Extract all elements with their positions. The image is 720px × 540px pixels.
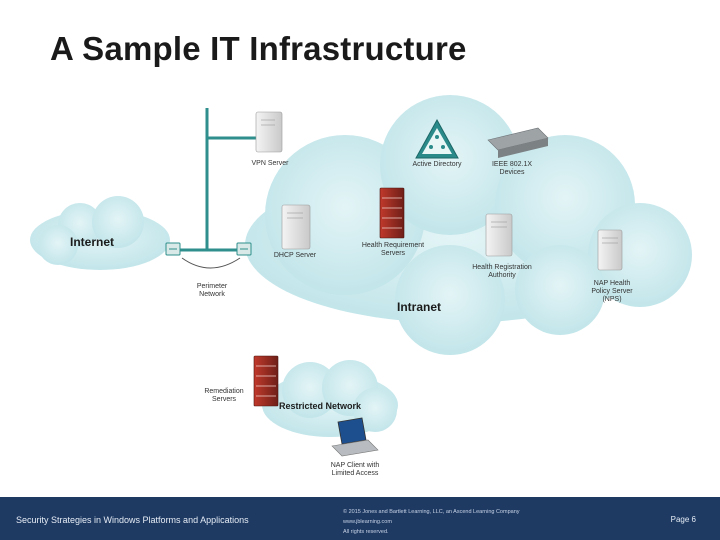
laptop-icon <box>331 417 379 457</box>
intranet-label: Intranet <box>397 300 442 314</box>
network-lines <box>175 108 258 252</box>
nap-policy-server-icon <box>597 229 623 271</box>
remediation-servers-label: Remediation Servers <box>204 388 244 403</box>
remediation-rack-icon <box>253 355 279 407</box>
perimeter-arc <box>181 257 241 269</box>
health-registration-label: Health Registration Authority <box>472 264 532 279</box>
footer-bar: Security Strategies in Windows Platforms… <box>0 497 720 540</box>
nap-client-label: NAP Client with Limited Access <box>330 462 380 477</box>
ieee-devices-label: IEEE 802.1X Devices <box>491 161 533 176</box>
vpn-server-label: VPN Server <box>251 160 289 167</box>
nap-policy-label: NAP Health Policy Server (NPS) <box>591 280 633 303</box>
dhcp-server-icon <box>281 204 311 250</box>
intranet-cloud <box>245 95 692 355</box>
active-directory-label: Active Directory <box>412 161 462 168</box>
slide-title: A Sample IT Infrastructure <box>50 30 467 67</box>
health-requirement-label: Health Requirement Servers <box>361 242 425 257</box>
perimeter-network-label: Perimeter Network <box>196 283 228 298</box>
restricted-network-label: Restricted Network <box>279 401 362 411</box>
health-requirement-rack-icon <box>379 187 405 239</box>
switch-device-icon <box>487 127 549 158</box>
internet-cloud <box>30 196 170 270</box>
active-directory-icon <box>415 118 459 159</box>
footer-copyright: © 2015 Jones and Bartlett Learning, LLC,… <box>343 509 520 535</box>
firewall-icon-right <box>236 242 252 256</box>
health-registration-server-icon <box>485 213 513 257</box>
page-number: Page 6 <box>670 515 696 524</box>
firewall-icon-left <box>165 242 181 256</box>
dhcp-server-label: DHCP Server <box>273 252 317 259</box>
vpn-server-icon <box>255 111 283 153</box>
footer-course-title: Security Strategies in Windows Platforms… <box>16 515 249 525</box>
restricted-cloud <box>262 360 398 437</box>
internet-label: Internet <box>70 235 115 249</box>
